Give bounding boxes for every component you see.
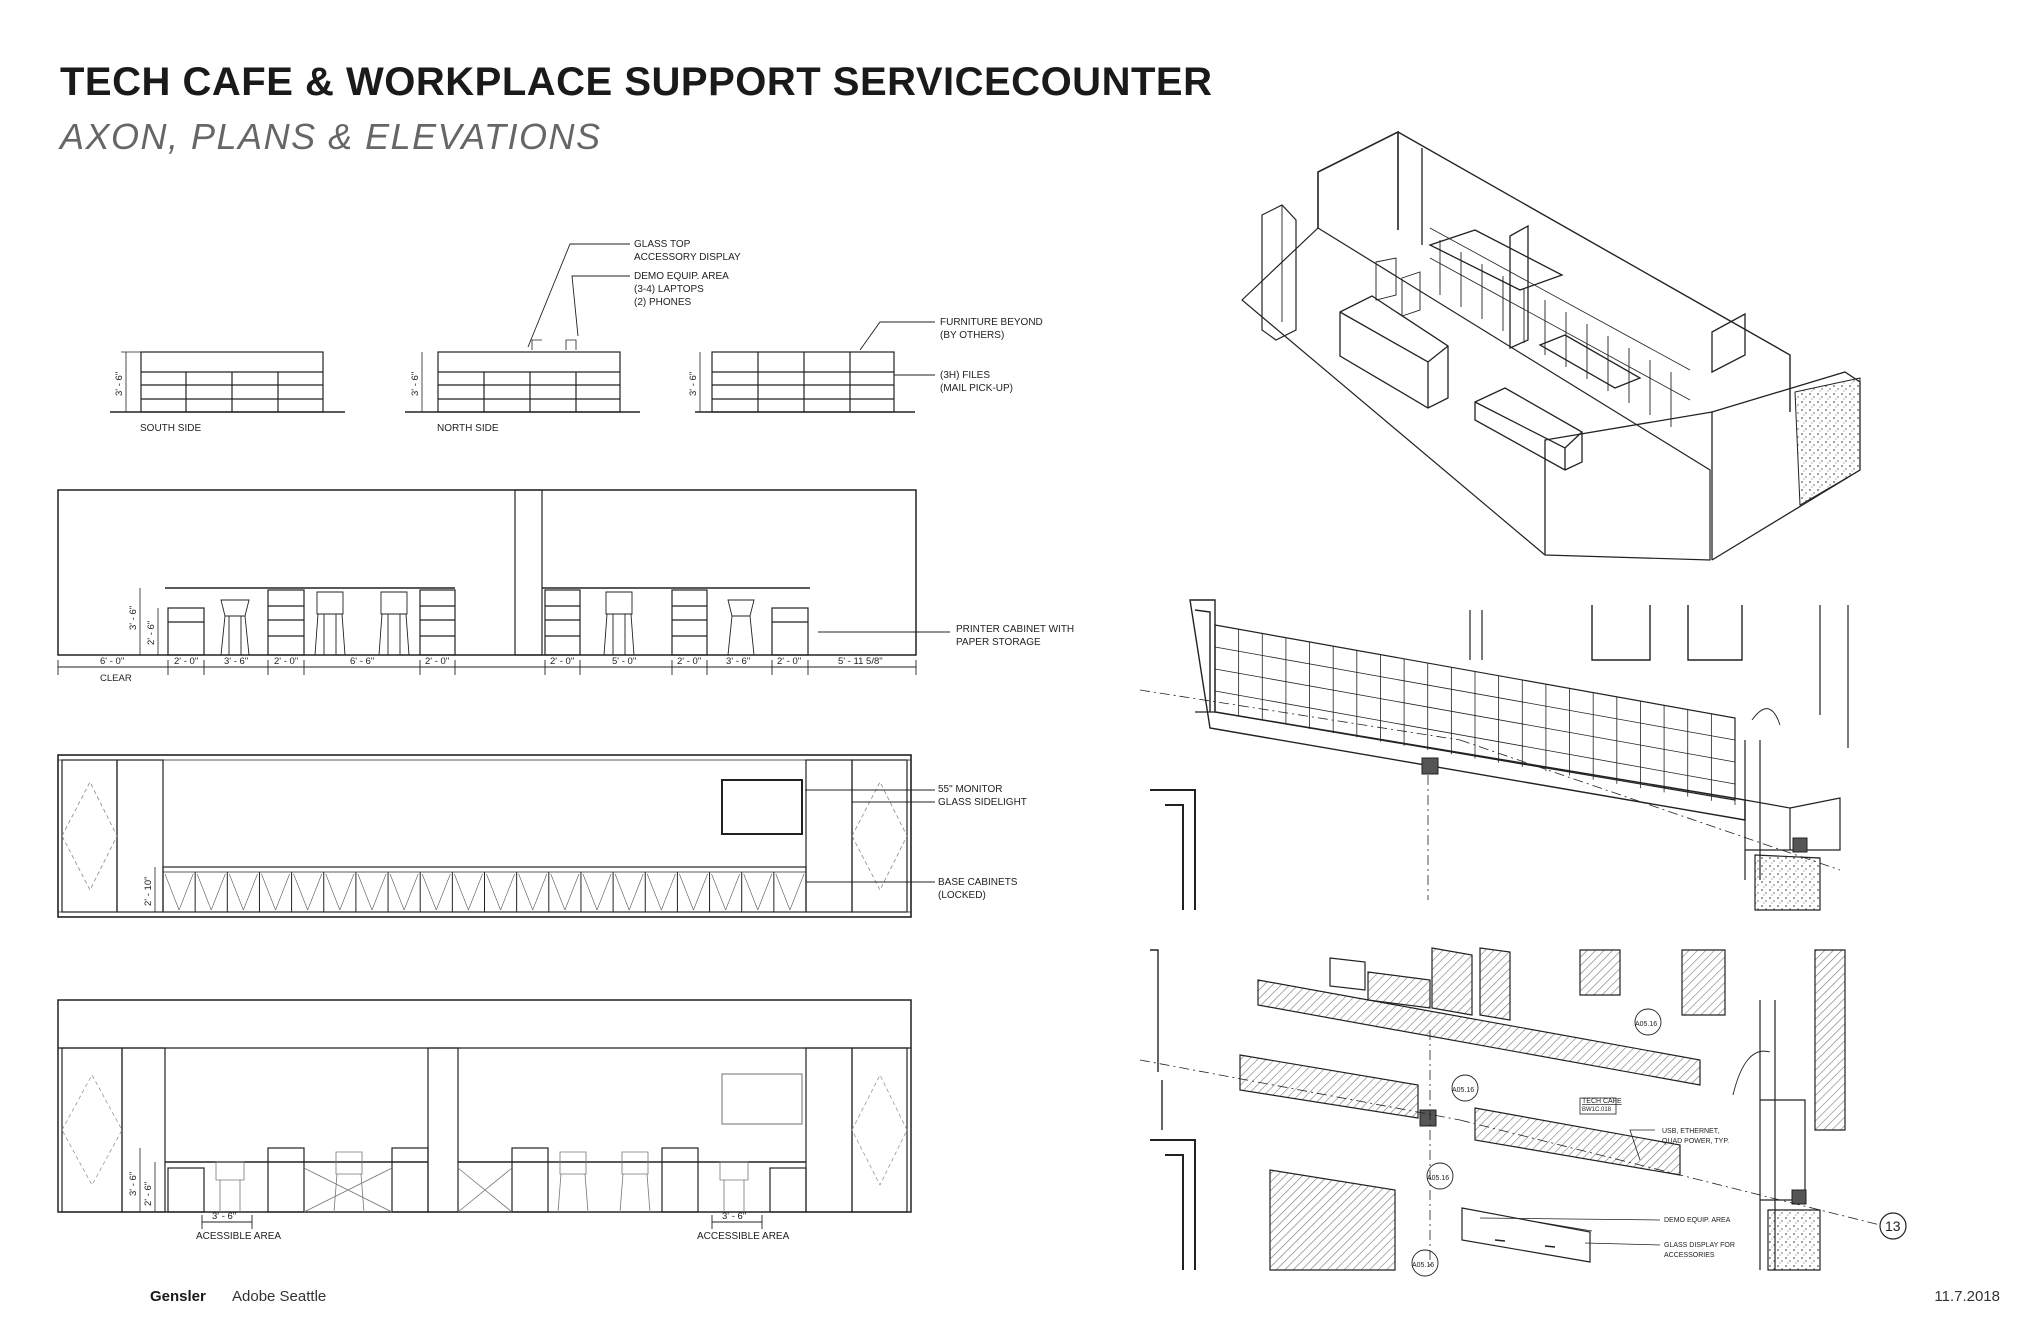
callout-files: (3H) FILES [940, 370, 990, 381]
footer-date: 11.7.2018 [1934, 1288, 2000, 1305]
axon-wall-fins [1439, 240, 1672, 427]
label-clear: CLEAR [100, 673, 132, 684]
callout-phones: (2) PHONES [634, 297, 692, 308]
south-side-elevation [110, 351, 345, 413]
dim-counter-height: 3' - 6" [128, 606, 139, 630]
dim-left-1: 2' - 0" [174, 656, 198, 667]
dim-counter-inner: 2' - 6" [146, 621, 157, 645]
tag-a05-16-b: A05.16 [1635, 1021, 1657, 1028]
tag-a05-16-c: A05.16 [1427, 1175, 1449, 1182]
dim-bottom-inner: 2' - 6" [143, 1182, 154, 1206]
room-name-tech-cafe: TECH CAFE [1582, 1098, 1622, 1105]
dim-wall-cabinet-height: 2' - 10" [143, 877, 154, 906]
callout-printer-cabinet: PRINTER CABINET WITH [956, 624, 1074, 635]
callout-paper-storage: PAPER STORAGE [956, 637, 1041, 648]
callout-demo-equip: DEMO EQUIP. AREA [1664, 1217, 1731, 1224]
dim-right-3: 3' - 6" [726, 656, 750, 667]
dim-left-5: 2' - 0" [425, 656, 449, 667]
footer-brand-logo: Gensler [150, 1288, 206, 1305]
dim-right-1: 5' - 0" [612, 656, 636, 667]
dim-right-4: 2' - 0" [777, 656, 801, 667]
counter-elevation-labels: 3' - 6" 2' - 6" 6' - 0" 2' - 0" 3' - 6" … [100, 606, 1074, 684]
counter-plan-grid [1214, 625, 1736, 805]
dim-right-0: 2' - 0" [550, 656, 574, 667]
callout-base-cabinets: BASE CABINETS [938, 877, 1018, 888]
label-accessible-area-left: ACESSIBLE AREA [196, 1231, 281, 1242]
upper-floor-plan [1139, 599, 1849, 911]
bottom-elevation-labels: 3' - 6" 2' - 6" 3' - 6" 3' - 6" ACESSIBL… [128, 1172, 790, 1242]
base-cabinet-row [164, 872, 805, 912]
small-elevations [110, 243, 935, 413]
callout-monitor: 55" MONITOR [938, 784, 1003, 795]
tag-a05-16-d: A05.16 [1412, 1262, 1434, 1269]
dim-height-north: 3' - 6" [410, 372, 421, 396]
label-south-side: SOUTH SIDE [140, 423, 201, 434]
sheet-title: TECH CAFE & WORKPLACE SUPPORT SERVICECOU… [60, 60, 1213, 104]
callout-accessories: ACCESSORIES [1664, 1252, 1715, 1259]
lower-plan-labels: A05.16 A05.16 A05.16 A05.16 TECH CAFE BW… [1412, 1021, 1901, 1269]
wall-elevation [57, 754, 935, 918]
axonometric-view [1241, 130, 1861, 561]
callout-glass-display: GLASS DISPLAY FOR [1664, 1242, 1735, 1249]
tag-a05-16-a: A05.16 [1452, 1087, 1474, 1094]
dim-bottom-height: 3' - 6" [128, 1172, 139, 1196]
dim-height-south: 3' - 6" [114, 372, 125, 396]
label-accessible-area-right: ACCESSIBLE AREA [697, 1231, 790, 1242]
dim-left-4: 6' - 6" [350, 656, 374, 667]
callout-glass-top: GLASS TOP [634, 239, 691, 250]
callout-furniture-beyond: FURNITURE BEYOND [940, 317, 1043, 328]
callout-accessory-display: ACCESSORY DISPLAY [634, 252, 741, 263]
files-elevation [695, 351, 915, 413]
bottom-elevation [57, 999, 912, 1229]
dim-bottom-left: 3' - 6" [212, 1211, 236, 1222]
callout-demo-area: DEMO EQUIP. AREA [634, 271, 729, 282]
callout-glass-sidelight: GLASS SIDELIGHT [938, 797, 1027, 808]
dim-left-0: 6' - 0" [100, 656, 124, 667]
north-side-elevation [405, 339, 640, 413]
dim-right-5: 5' - 11 5/8" [838, 656, 883, 667]
counter-elevation [57, 489, 950, 675]
room-number: BW1C.018 [1582, 1107, 1612, 1113]
dim-right-2: 2' - 0" [677, 656, 701, 667]
lower-floor-plan [1139, 947, 1907, 1277]
label-north-side: NORTH SIDE [437, 423, 499, 434]
sheet-subtitle: AXON, PLANS & ELEVATIONS [60, 116, 602, 157]
dim-height-files: 3' - 6" [688, 372, 699, 396]
callout-mail-pickup: (MAIL PICK-UP) [940, 383, 1013, 394]
small-elevation-labels: SOUTH SIDE NORTH SIDE 3' - 6" 3' - 6" 3'… [114, 239, 1043, 434]
dim-left-2: 3' - 6" [224, 656, 248, 667]
callout-quad-power: QUAD POWER, TYP. [1662, 1138, 1729, 1145]
wall-elevation-labels: 2' - 10" 55" MONITOR GLASS SIDELIGHT BAS… [143, 784, 1027, 906]
dim-left-3: 2' - 0" [274, 656, 298, 667]
callout-usb-ethernet: USB, ETHERNET, [1662, 1128, 1719, 1135]
callout-laptops: (3-4) LAPTOPS [634, 284, 704, 295]
grid-bubble-13: 13 [1885, 1218, 1901, 1234]
dim-bottom-right: 3' - 6" [722, 1211, 746, 1222]
callout-locked: (LOCKED) [938, 890, 986, 901]
callout-by-others: (BY OTHERS) [940, 330, 1004, 341]
footer-client: Adobe Seattle [232, 1288, 327, 1305]
